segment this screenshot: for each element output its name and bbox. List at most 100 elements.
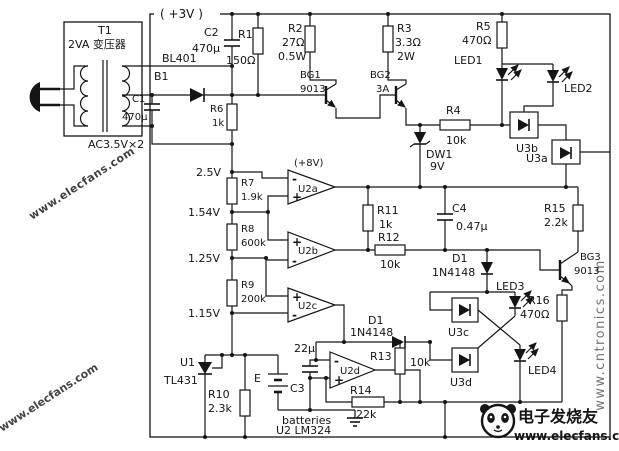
resistor-r15: R15 2.2k [544, 202, 584, 232]
bg3-value-label: 9013 [574, 266, 599, 277]
r12-ref-label: R12 [378, 231, 400, 244]
t1-secondary-label: AC3.5V×2 [88, 138, 144, 151]
u2a-label: U2a [298, 184, 318, 195]
r7-ref-label: R7 [241, 178, 254, 189]
r9-ref-label: R9 [241, 280, 254, 291]
r14-value-label: 22k [356, 408, 377, 421]
t1-ref-label: T1 [97, 24, 112, 37]
led1-label: LED1 [454, 54, 483, 67]
r15-ref-label: R15 [544, 202, 566, 215]
resistor-r2: R2 27Ω 0.5W [278, 22, 316, 63]
regulator-u1-tl431: U1 TL431 [163, 356, 212, 387]
r12-value-label: 10k [380, 258, 401, 271]
brand-url: www.elecfans.com [514, 429, 619, 443]
u2a-plus-sign: + [292, 190, 302, 204]
r4-ref-label: R4 [446, 104, 461, 117]
diode-d1-lower: D1 1N4148 [350, 314, 406, 348]
batteries-caption: batteries [282, 414, 331, 427]
u2d-label: U2d [340, 366, 360, 377]
voltage-1v25: 1.25V [188, 252, 220, 265]
r7-value-label: 1.9k [241, 192, 263, 203]
voltage-1v15: 1.15V [188, 307, 220, 320]
led1: LED1 [454, 54, 522, 81]
lm324-chip-label: U2 LM324 [276, 424, 331, 437]
optocoupler-u3a: U3a [526, 139, 581, 165]
r2-ref-label: R2 [288, 22, 303, 35]
r10-ref-label: R10 [208, 388, 230, 401]
r5-value-label: 470Ω [462, 34, 491, 47]
r6-value-label: 1k [212, 118, 224, 129]
opamp-u2c: + - U2c [287, 287, 337, 323]
voltage-1v54: 1.54V [188, 206, 220, 219]
resistor-r10: R10 2.3k [208, 388, 251, 417]
r13-value-label: 10k [410, 356, 431, 369]
led4: LED4 [514, 342, 557, 377]
transistor-bg1: BG1 9013 [300, 70, 336, 108]
r10-value-label: 2.3k [208, 402, 232, 415]
resistor-r12: R12 10k [374, 231, 406, 271]
r3-value-label: 3.3Ω [395, 36, 421, 49]
resistor-r5: R5 470Ω [462, 20, 508, 49]
resistor-r4: R4 10k [439, 104, 471, 147]
u1-ref-label: U1 [180, 356, 195, 369]
led3: LED3 [496, 280, 534, 309]
capacitor-c4: C4 0.47μ [437, 202, 488, 233]
opamp-u2d: - + U2d [329, 351, 377, 389]
u2a-minus-sign: - [292, 172, 297, 186]
r3-ref-label: R3 [397, 22, 412, 35]
d1-lower-value-label: 1N4148 [350, 326, 393, 339]
diode-d1-upper: D1 1N4148 [432, 252, 493, 279]
r13-ref-label: R13 [370, 350, 392, 363]
resistor-r14: R14 22k [350, 384, 385, 421]
d1-upper-ref-label: D1 [452, 252, 467, 265]
resistor-r7: R7 1.9k [226, 177, 263, 205]
ground-icon [347, 417, 363, 427]
u3d-label: U3d [450, 376, 472, 389]
voltage-2v5: 2.5V [196, 166, 221, 179]
battery-e: E batteries [254, 372, 331, 427]
r9-value-label: 200k [241, 294, 266, 305]
optocoupler-u3b: U3b [509, 111, 539, 155]
u2d-minus-sign: - [334, 354, 339, 368]
u2c-plus-sign: + [292, 290, 302, 304]
r11-ref-label: R11 [377, 204, 399, 217]
bg1-value-label: 9013 [300, 84, 325, 95]
c2-ref-label: C2 [204, 26, 219, 39]
bg1-ref-label: BG1 [300, 70, 321, 81]
test-voltages: 2.5V 1.54V 1.25V 1.15V [188, 166, 221, 320]
transformer-t1: T1 2VA 变压器 AC3.5V×2 [63, 21, 144, 151]
rail-plus3v: ( +3V ) [154, 6, 220, 22]
resistor-r6: R6 1k [210, 103, 238, 131]
led4-label: LED4 [528, 364, 557, 377]
opamp-u2a: - + U2a (+8V) [287, 158, 337, 205]
opamp-u2b: + - U2b [287, 231, 337, 269]
u2b-label: U2b [298, 246, 318, 257]
u2b-plus-sign: + [292, 235, 302, 249]
b1-ref-label: B1 [154, 70, 169, 83]
r14-ref-label: R14 [350, 384, 372, 397]
led3-label: LED3 [496, 280, 525, 293]
r11-value-label: 1k [379, 218, 393, 231]
d1-lower-ref-label: D1 [368, 314, 383, 327]
brand-logo: 电子发烧友 www.elecfans.com [480, 403, 619, 443]
transistor-bg2: BG2 3A [370, 70, 406, 108]
led2-label: LED2 [564, 82, 593, 95]
r2-power-label: 0.5W [278, 50, 306, 63]
c1-value-label: 470μ [122, 112, 148, 123]
bg3-ref-label: BG3 [580, 252, 601, 263]
zener-dw1: DW1 9V [409, 132, 452, 173]
bg2-value-label: 3A [376, 84, 389, 95]
battery-label: E [254, 372, 261, 385]
watermark-bottom-left: www.elecfans.com [0, 361, 100, 435]
optocoupler-u3d: U3d [450, 347, 479, 389]
c4-ref-label: C4 [452, 202, 467, 215]
u3a-label: U3a [526, 152, 548, 165]
wires [40, 14, 610, 437]
watermark-side: www.cntronics.com [593, 259, 608, 411]
led2: LED2 [547, 66, 593, 95]
d1-upper-value-label: 1N4148 [432, 266, 475, 279]
r8-ref-label: R8 [241, 224, 254, 235]
transistor-bg3: BG3 9013 [558, 252, 601, 284]
t1-desc-label: 2VA 变压器 [68, 37, 126, 51]
